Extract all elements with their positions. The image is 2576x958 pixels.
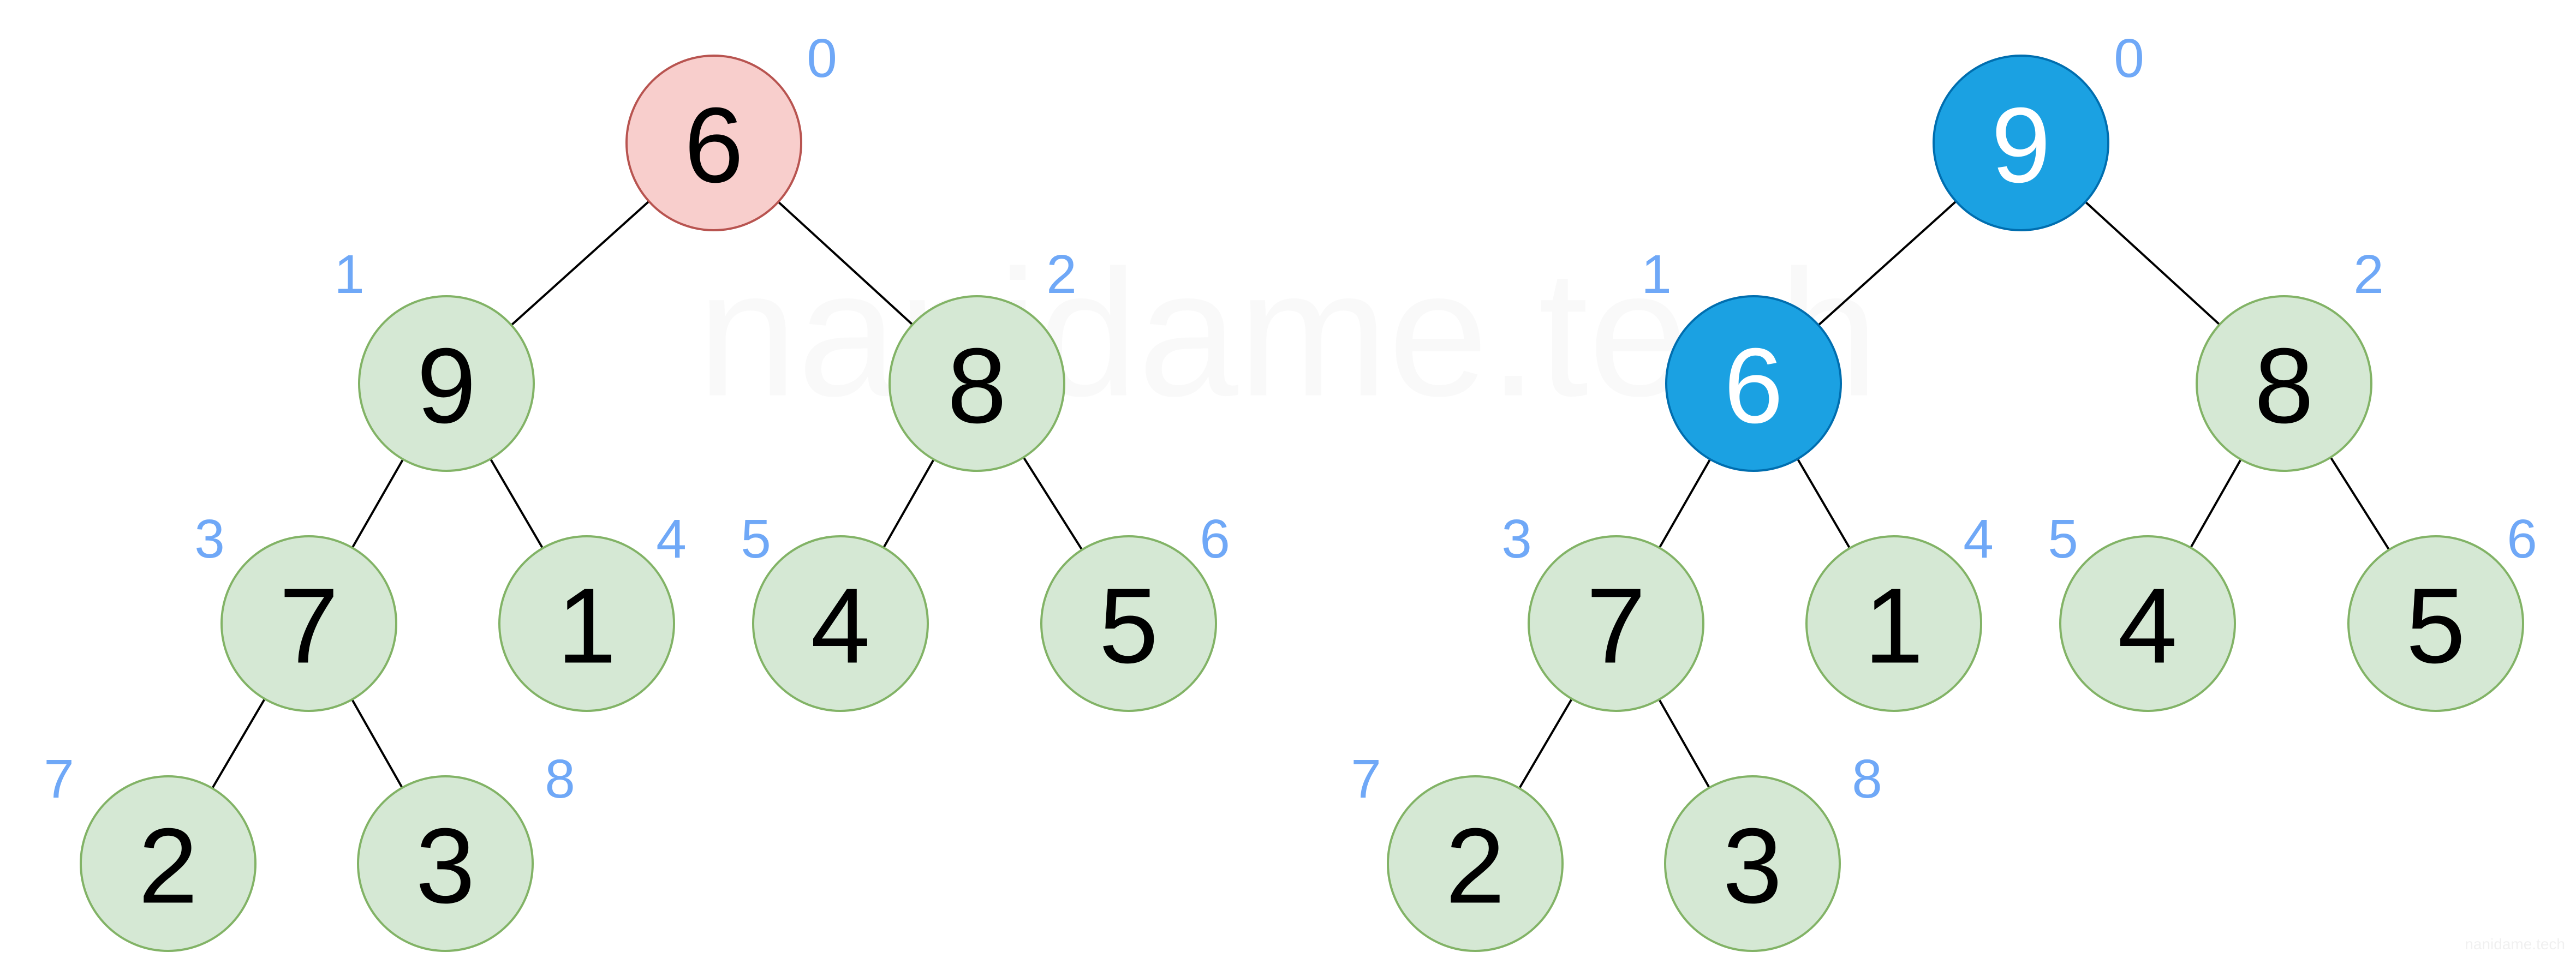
heap-node-8	[1664, 775, 1841, 952]
heap-node-1	[1665, 295, 1842, 472]
heap-node-value-5: 4	[2118, 566, 2177, 686]
heap-node-value-4: 1	[1864, 566, 1923, 686]
heap-index-label-3: 3	[194, 508, 225, 570]
edge-3-8	[351, 699, 403, 788]
heap-index-label-7: 7	[1351, 749, 1381, 810]
heap-index-label-1: 1	[1641, 244, 1672, 305]
heap-node-0	[1933, 55, 2109, 231]
heap-index-label-3: 3	[1501, 508, 1532, 570]
heap-node-value-0: 9	[1991, 86, 2050, 205]
heap-index-label-5: 5	[741, 508, 771, 570]
edge-1-4	[1796, 458, 1851, 549]
heap-node-4	[498, 535, 675, 712]
edge-2-6	[2329, 457, 2390, 550]
heap-node-value-6: 5	[1099, 566, 1158, 686]
heap-node-value-8: 3	[1722, 806, 1782, 926]
edge-0-2	[777, 201, 914, 326]
edge-0-2	[2084, 201, 2221, 326]
heap-node-3	[220, 535, 397, 712]
heap-node-7	[80, 775, 257, 952]
heap-node-5	[2059, 535, 2236, 712]
heap-index-label-6: 6	[2507, 508, 2537, 570]
heap-node-7	[1387, 775, 1564, 952]
heap-node-3	[1528, 535, 1704, 712]
heap-index-label-7: 7	[44, 749, 74, 810]
heap-node-5	[752, 535, 929, 712]
edge-3-7	[1518, 698, 1573, 789]
edge-0-1	[1817, 200, 1957, 326]
heap-index-label-8: 8	[1852, 749, 1882, 810]
heap-node-value-1: 6	[1724, 326, 1783, 446]
heap-index-label-5: 5	[2048, 508, 2078, 570]
heap-index-label-4: 4	[656, 508, 687, 570]
heap-index-label-2: 2	[2353, 244, 2384, 305]
heap-node-6	[2347, 535, 2524, 712]
heap-index-label-0: 0	[807, 28, 837, 89]
edge-1-3	[351, 458, 404, 549]
heap-node-0	[625, 55, 802, 231]
edge-1-4	[489, 458, 544, 549]
heap-index-label-8: 8	[545, 749, 575, 810]
edge-1-3	[1658, 458, 1712, 549]
edge-3-8	[1658, 699, 1710, 788]
watermark-corner: nanidame.tech	[2465, 936, 2565, 953]
heap-node-value-4: 1	[557, 566, 616, 686]
heap-node-1	[358, 295, 535, 472]
heap-node-value-7: 2	[138, 806, 198, 926]
heap-index-label-6: 6	[1200, 508, 1230, 570]
heap-node-4	[1805, 535, 1982, 712]
heap-node-value-3: 7	[1586, 566, 1645, 686]
edge-2-6	[1022, 457, 1083, 550]
edge-0-1	[510, 200, 650, 326]
heap-node-value-2: 8	[2254, 326, 2313, 446]
edge-2-5	[882, 459, 935, 548]
heap-index-label-0: 0	[2114, 28, 2144, 89]
heap-node-value-2: 8	[947, 326, 1006, 446]
heap-node-value-7: 2	[1445, 806, 1505, 926]
heap-node-value-5: 4	[810, 566, 870, 686]
heap-index-label-1: 1	[334, 244, 365, 305]
heap-node-6	[1040, 535, 1217, 712]
heap-index-label-4: 4	[1963, 508, 1994, 570]
heap-node-2	[2196, 295, 2372, 472]
heap-index-label-2: 2	[1046, 244, 1077, 305]
heap-node-value-3: 7	[279, 566, 338, 686]
heap-node-2	[889, 295, 1065, 472]
heap-node-value-8: 3	[415, 806, 475, 926]
heap-node-8	[357, 775, 534, 952]
edge-2-5	[2190, 459, 2242, 548]
heap-node-value-6: 5	[2406, 566, 2465, 686]
heap-node-value-0: 6	[684, 86, 743, 205]
edge-3-7	[211, 698, 266, 789]
heap-node-value-1: 9	[416, 326, 476, 446]
